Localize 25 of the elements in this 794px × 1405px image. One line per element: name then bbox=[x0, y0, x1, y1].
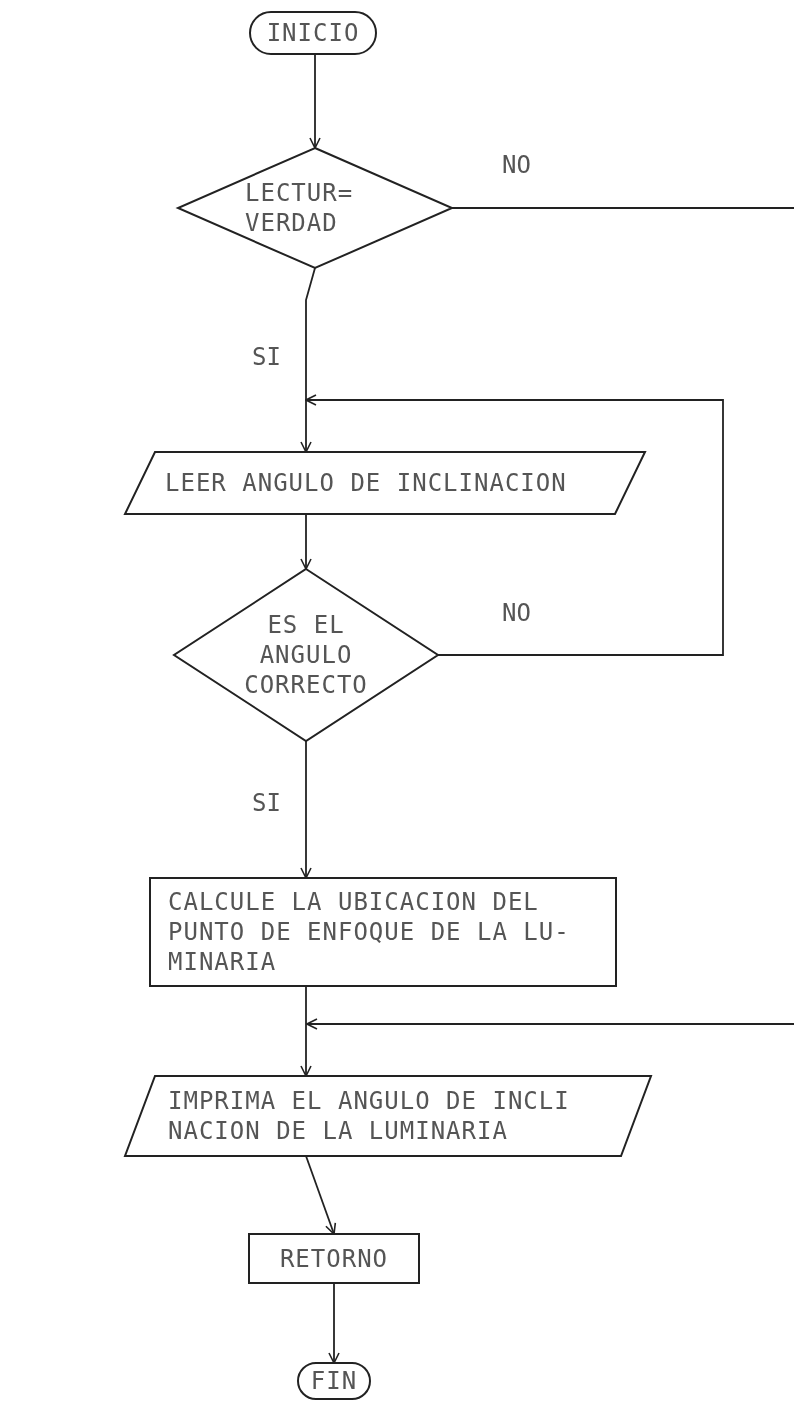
arrow bbox=[300, 513, 312, 570]
arrow bbox=[305, 394, 724, 656]
arrow bbox=[306, 1018, 794, 1030]
decision-diamond bbox=[178, 148, 452, 268]
process-box bbox=[150, 878, 616, 986]
arrow bbox=[300, 267, 316, 453]
arrow bbox=[300, 985, 312, 1077]
input-output-parallelogram bbox=[125, 1076, 651, 1156]
input-output-parallelogram bbox=[125, 452, 645, 514]
arrow bbox=[305, 1155, 337, 1235]
node-label: LEER ANGULO DE INCLINACION bbox=[165, 468, 568, 498]
arrow bbox=[300, 740, 312, 879]
decision-diamond bbox=[174, 569, 438, 741]
terminal-shape bbox=[298, 1363, 370, 1399]
node-label: CALCULE LA UBICACION DEL PUNTO DE ENFOQUE DE LA LU- MINARIA bbox=[168, 887, 571, 977]
node-label: ES EL ANGULO CORRECTO bbox=[243, 610, 369, 700]
terminal-shape bbox=[250, 12, 376, 54]
node-label: LECTUR= VERDAD bbox=[245, 178, 355, 238]
arrow bbox=[328, 1282, 340, 1364]
node-label: FIN bbox=[309, 1366, 359, 1396]
node-label: IMPRIMA EL ANGULO DE INCLI NACION DE LA LUMINARIA bbox=[168, 1086, 571, 1146]
process-box bbox=[249, 1234, 419, 1283]
node-label: RETORNO bbox=[278, 1243, 390, 1274]
node-label: INICIO bbox=[265, 18, 361, 48]
arrow bbox=[309, 53, 321, 149]
